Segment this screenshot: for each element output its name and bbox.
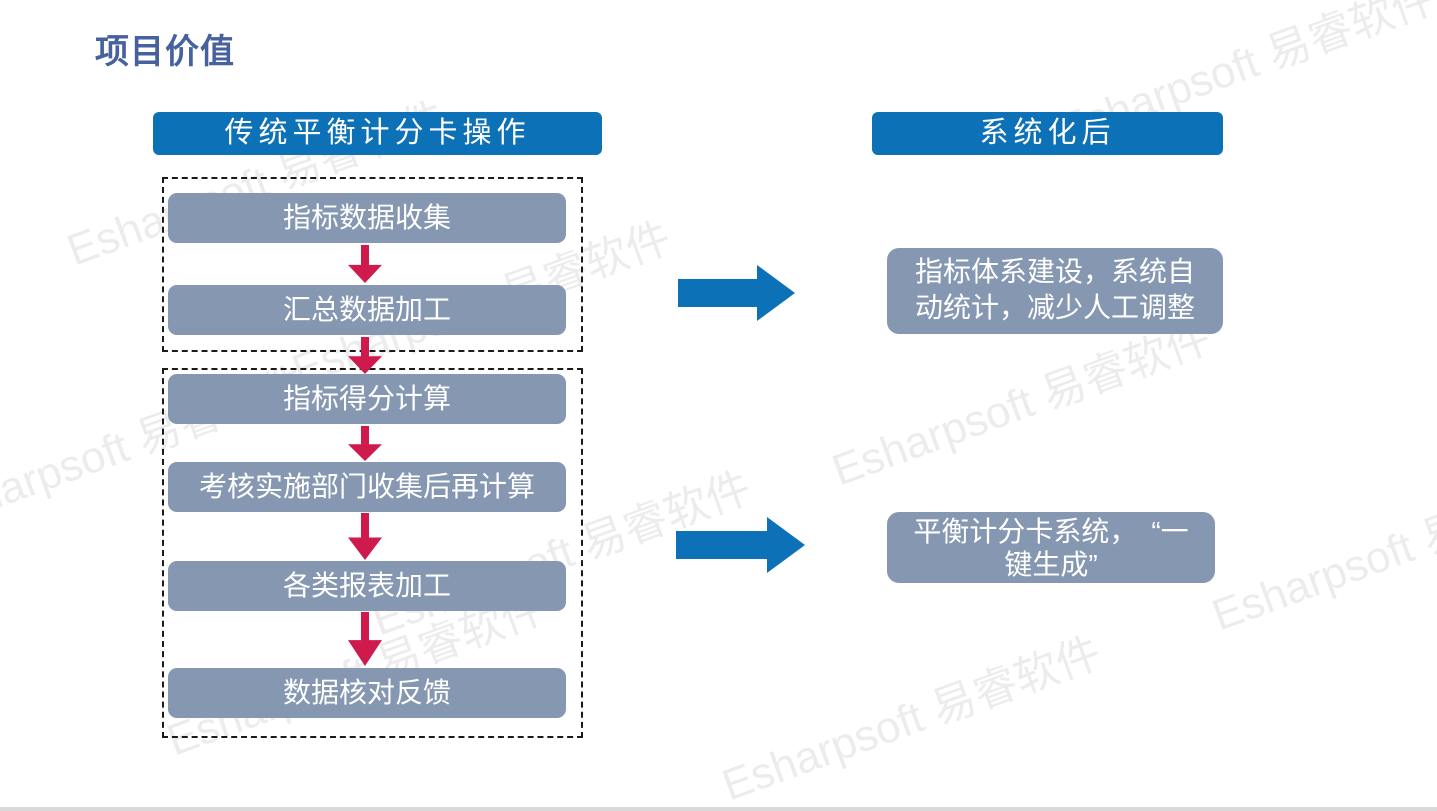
down-arrow-icon (348, 245, 382, 283)
right-arrow-icon (678, 265, 795, 321)
flow-box-6: 数据核对反馈 (168, 668, 566, 718)
result-box-2: 平衡计分卡系统， “一 键生成” (887, 512, 1215, 583)
flow-box-5: 各类报表加工 (168, 561, 566, 611)
watermark: Esharpsoft 易睿软件 (715, 628, 1108, 811)
result-box-1-line-1: 指标体系建设，系统自 (914, 256, 1195, 287)
flow-box-4: 考核实施部门收集后再计算 (168, 462, 566, 512)
left-column-header: 传统平衡计分卡操作 (153, 112, 602, 155)
result-box-2-line-2: 键生成” (1004, 549, 1098, 580)
flow-box-1: 指标数据收集 (168, 193, 566, 243)
down-arrow-icon (348, 337, 382, 374)
watermark: Esharpsoft 易睿软件 (1205, 458, 1437, 641)
result-box-1: 指标体系建设，系统自 动统计，减少人工调整 (887, 248, 1223, 334)
down-arrow-icon (348, 513, 382, 560)
down-arrow-icon (348, 426, 382, 461)
flow-box-3: 指标得分计算 (168, 374, 566, 424)
page-title: 项目价值 (95, 33, 235, 71)
right-arrow-icon (676, 517, 805, 573)
flow-box-2: 汇总数据加工 (168, 285, 566, 335)
result-box-1-line-2: 动统计，减少人工调整 (914, 292, 1195, 323)
dashed-group-data-collection (162, 177, 583, 352)
right-column-header: 系统化后 (872, 112, 1223, 155)
dashed-group-calculation (162, 368, 583, 738)
result-box-2-line-1: 平衡计分卡系统， “一 (913, 516, 1189, 547)
down-arrow-icon (348, 612, 382, 666)
slide-bottom-edge (0, 807, 1437, 811)
